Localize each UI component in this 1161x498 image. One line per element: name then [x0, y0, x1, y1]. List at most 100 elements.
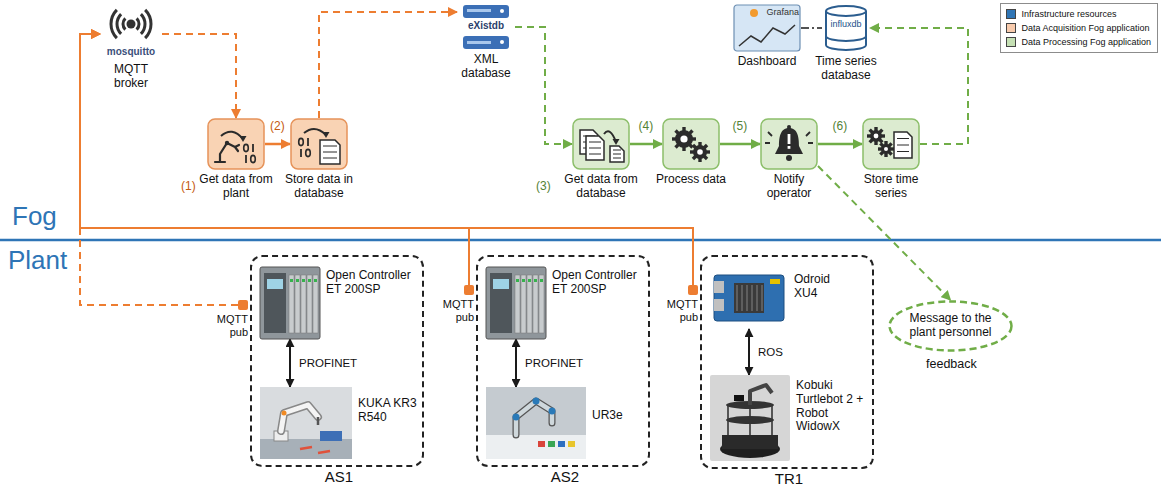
logo-text: influxdb: [827, 19, 865, 29]
step-icon-part: [300, 149, 302, 157]
step-icon-part: [215, 132, 255, 163]
board-picture-part: [714, 281, 724, 293]
step-icon-part: [663, 119, 719, 169]
message-ellipse: Message to the plant personnel: [888, 300, 1013, 352]
broker-icon-part: [145, 10, 151, 38]
node-label: MQTT pub: [660, 298, 698, 323]
legend-swatch: [1006, 23, 1016, 33]
region-label: Fog: [12, 202, 57, 232]
step-icon-part: [613, 150, 621, 151]
step-icon: [207, 118, 265, 170]
node-label: Store time series: [856, 173, 926, 201]
step-icon-part: [675, 130, 693, 148]
controller-picture-part: [533, 275, 538, 333]
node-label: Message to the plant personnel: [900, 312, 1001, 340]
connector: [80, 34, 469, 285]
step-icon-part: [589, 148, 601, 149]
mqtt-publisher: MQTT pub: [464, 285, 474, 295]
step-icon-part: [244, 144, 249, 151]
controller-picture-part: [515, 275, 520, 333]
connector: [720, 144, 760, 145]
step-icon-part: [881, 144, 891, 154]
robot-picture: [486, 387, 586, 459]
robot-picture-part: [750, 385, 772, 405]
controller-picture-part: [264, 273, 286, 333]
controller: Open Controller ET 200SP: [486, 267, 546, 339]
controller-picture-part: [527, 275, 532, 333]
step-icon: [662, 118, 720, 170]
step-number: (6): [831, 120, 850, 134]
processing-step: Process data: [662, 118, 720, 170]
board-picture: [710, 267, 788, 329]
step-icon-part: [307, 138, 309, 146]
board-picture-part: [714, 299, 724, 311]
step-icon-part: [761, 119, 817, 169]
controller-picture-part: [490, 273, 512, 333]
database-icon-part: [500, 40, 504, 44]
database-icon-part: [826, 6, 866, 16]
step-number: (5): [731, 120, 750, 134]
logo-text: eXistdb: [461, 20, 511, 32]
step-icon-part: [291, 119, 347, 169]
mqtt-publisher: MQTT pub: [688, 285, 698, 295]
connector-line: [289, 339, 291, 387]
broker-icon-part: [111, 10, 117, 38]
step-icon-part: [215, 143, 239, 162]
callout-number: (3): [536, 180, 551, 194]
dashboard: GrafanaDashboard: [733, 4, 801, 52]
robot-picture-part: [320, 431, 342, 441]
legend-swatch: [1006, 9, 1016, 19]
connector-line: [265, 143, 290, 146]
step-icon-part: [613, 158, 621, 159]
robot-picture: [710, 375, 790, 461]
mqtt-broker: mosquittoMQTT broker: [100, 4, 162, 60]
controller-picture-part: [301, 275, 306, 333]
board-picture-part: [734, 283, 764, 313]
step-icon-part: [299, 138, 304, 145]
step-icon-part: [884, 147, 888, 151]
robot-picture-part: [281, 405, 318, 431]
connector: [516, 339, 517, 387]
logo-text: mosquitto: [102, 46, 160, 58]
step-icon-part: [320, 140, 340, 164]
controller-picture-part: [308, 279, 311, 282]
step-icon-part: [613, 139, 620, 145]
board-picture-part: [741, 285, 743, 311]
broker-icon-part: [123, 18, 125, 29]
robot-picture-part: [260, 387, 352, 459]
database-icon-part: [463, 36, 509, 49]
controller-picture-part: [302, 279, 305, 282]
robot-picture-part: [513, 414, 520, 421]
dashboard-icon-part: [739, 25, 795, 46]
robot-picture-part: [533, 398, 540, 405]
node-label: Odroid XU4: [794, 273, 854, 301]
node-label: AS1: [309, 468, 369, 485]
robot-arm: UR3e: [486, 387, 586, 459]
controller-picture-part: [314, 279, 317, 282]
fog-plant-divider: [0, 239, 1161, 242]
controller-picture-part: [539, 275, 544, 333]
step-icon-part: [208, 119, 264, 169]
board-picture-part: [736, 285, 738, 311]
robot-picture-part: [548, 441, 555, 447]
step-icon-part: [610, 146, 624, 162]
robot-arm: KUKA KR3 R540: [260, 387, 352, 459]
connector: [818, 144, 862, 145]
node-label: Get data from plant: [196, 173, 276, 201]
controller-picture-part: [260, 267, 320, 339]
step-icon-part: [613, 154, 621, 155]
step-icon-part: [787, 125, 791, 129]
legend-text: Data Processing Fog application: [1021, 37, 1151, 47]
node-label: MQTT pub: [210, 313, 248, 338]
controller-picture-part: [540, 279, 543, 282]
robot-picture-part: [486, 435, 586, 459]
board-picture-part: [770, 279, 780, 284]
station-box: TR1Odroid XU4Kobuki Turtlebot 2 + Robot …: [700, 255, 874, 469]
step-icon: [760, 118, 818, 170]
step-icon-part: [894, 132, 912, 158]
robot-picture-part: [734, 395, 744, 401]
broker-icon-part: [137, 18, 139, 29]
step-icon-part: [788, 146, 791, 149]
connector-line: [630, 143, 662, 146]
node-label: Dashboard: [729, 55, 805, 69]
